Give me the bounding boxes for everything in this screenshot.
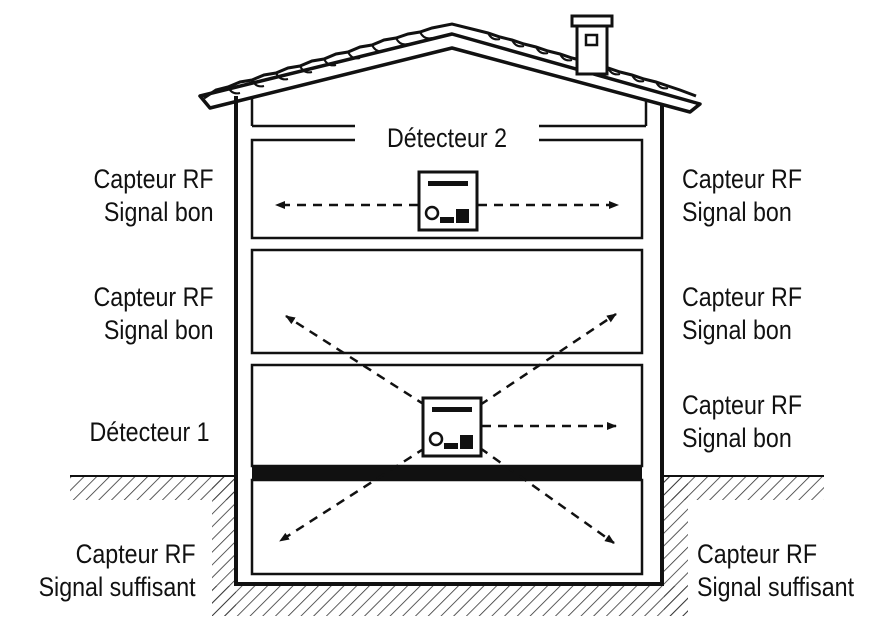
detector-2-label: Détecteur 2 [386, 123, 508, 153]
ground [70, 475, 824, 616]
arrow-to-basement-right [479, 446, 615, 545]
detector-1-device [421, 396, 483, 458]
sensor-label-left-middle: Capteur RF Signal bon [93, 282, 214, 345]
sensor-label-left-top: Capteur RF Signal bon [93, 164, 214, 227]
floor-upper [250, 248, 644, 355]
floor-basement [250, 478, 644, 576]
sensor-label-right-ground: Capteur RF Signal bon [682, 390, 803, 453]
arrow-to-upper-left [285, 314, 426, 407]
sensor-label-right-top: Capteur RF Signal bon [682, 164, 803, 227]
chimney [570, 14, 614, 76]
ground-slab [252, 466, 642, 480]
signal-arrows [275, 201, 619, 545]
sensor-label-left-basement: Capteur RF Signal suffisant [38, 539, 196, 602]
house-walls [234, 96, 664, 586]
detector-2-device [417, 170, 479, 232]
roof [198, 22, 702, 114]
sensor-label-right-basement: Capteur RF Signal suffisant [697, 539, 855, 602]
detector-1-label: Détecteur 1 [89, 417, 210, 447]
sensor-label-right-middle: Capteur RF Signal bon [682, 282, 803, 345]
arrow-to-upper-right [479, 312, 617, 407]
arrow-to-basement-left [279, 446, 426, 543]
